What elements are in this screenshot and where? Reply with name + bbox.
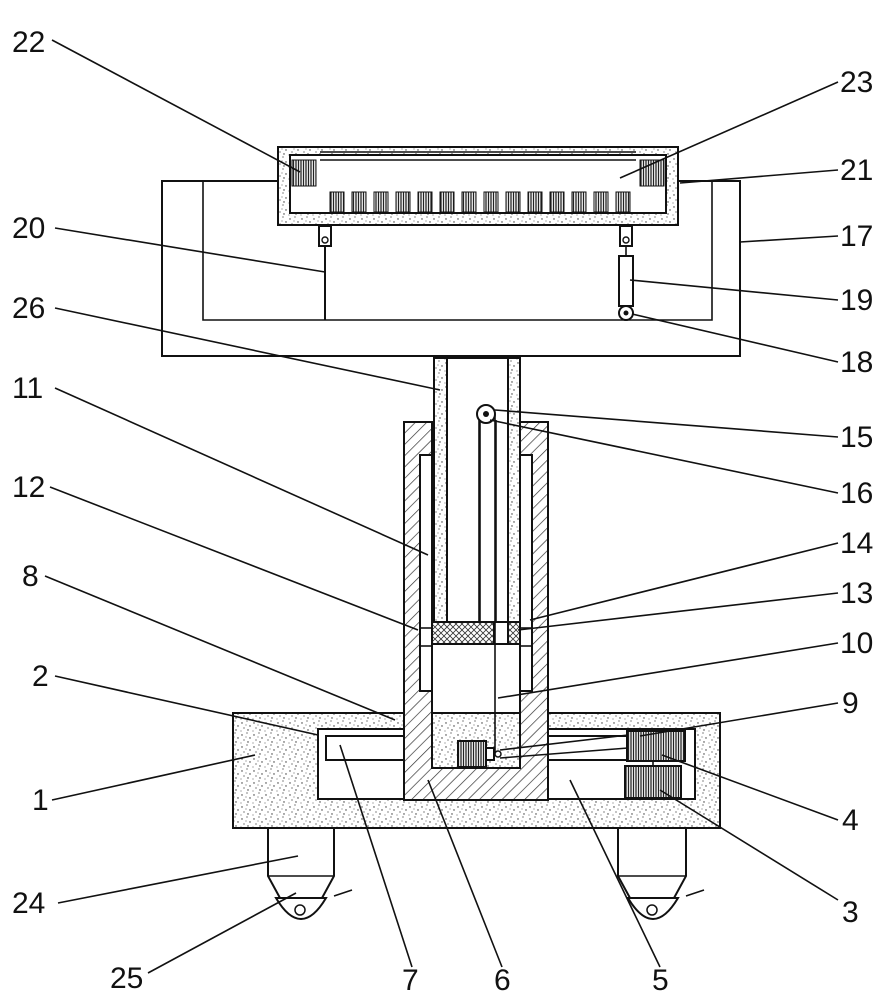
display-inner	[289, 154, 667, 214]
left-slider	[325, 735, 407, 761]
label-23: 23	[840, 66, 873, 99]
piston-insert	[493, 621, 509, 645]
label-25: 25	[110, 962, 143, 995]
label-17: 17	[840, 220, 873, 253]
label-13: 13	[840, 577, 873, 610]
column-inner	[446, 357, 509, 623]
label-22: 22	[12, 26, 45, 59]
damper-row	[329, 191, 631, 213]
label-12: 12	[12, 471, 45, 504]
label-19: 19	[840, 284, 873, 317]
leader-lines	[44, 39, 839, 974]
label-4: 4	[842, 804, 859, 837]
label-16: 16	[840, 477, 873, 510]
label-3: 3	[842, 896, 859, 929]
label-11: 11	[12, 372, 43, 405]
label-18: 18	[840, 346, 873, 379]
motor	[457, 740, 487, 768]
spring-left	[291, 159, 317, 187]
label-5: 5	[652, 964, 669, 997]
label-21: 21	[840, 154, 873, 187]
upper-gear	[626, 730, 686, 762]
label-15: 15	[840, 421, 873, 454]
upper-frame-inner	[202, 181, 713, 321]
label-7: 7	[402, 964, 419, 997]
label-2: 2	[32, 660, 49, 693]
label-24: 24	[12, 887, 45, 920]
label-1: 1	[32, 784, 49, 817]
telescopic-rod-right	[618, 255, 634, 307]
caster-right	[617, 827, 705, 920]
label-26: 26	[12, 292, 45, 325]
label-8: 8	[22, 560, 39, 593]
caster-left	[267, 827, 353, 920]
label-14: 14	[840, 527, 873, 560]
sleeve-right	[519, 454, 533, 692]
sleeve-left	[419, 454, 433, 692]
lower-gear	[624, 765, 682, 799]
label-9: 9	[842, 687, 859, 720]
label-6: 6	[494, 964, 511, 997]
label-10: 10	[840, 627, 873, 660]
label-20: 20	[12, 212, 45, 245]
